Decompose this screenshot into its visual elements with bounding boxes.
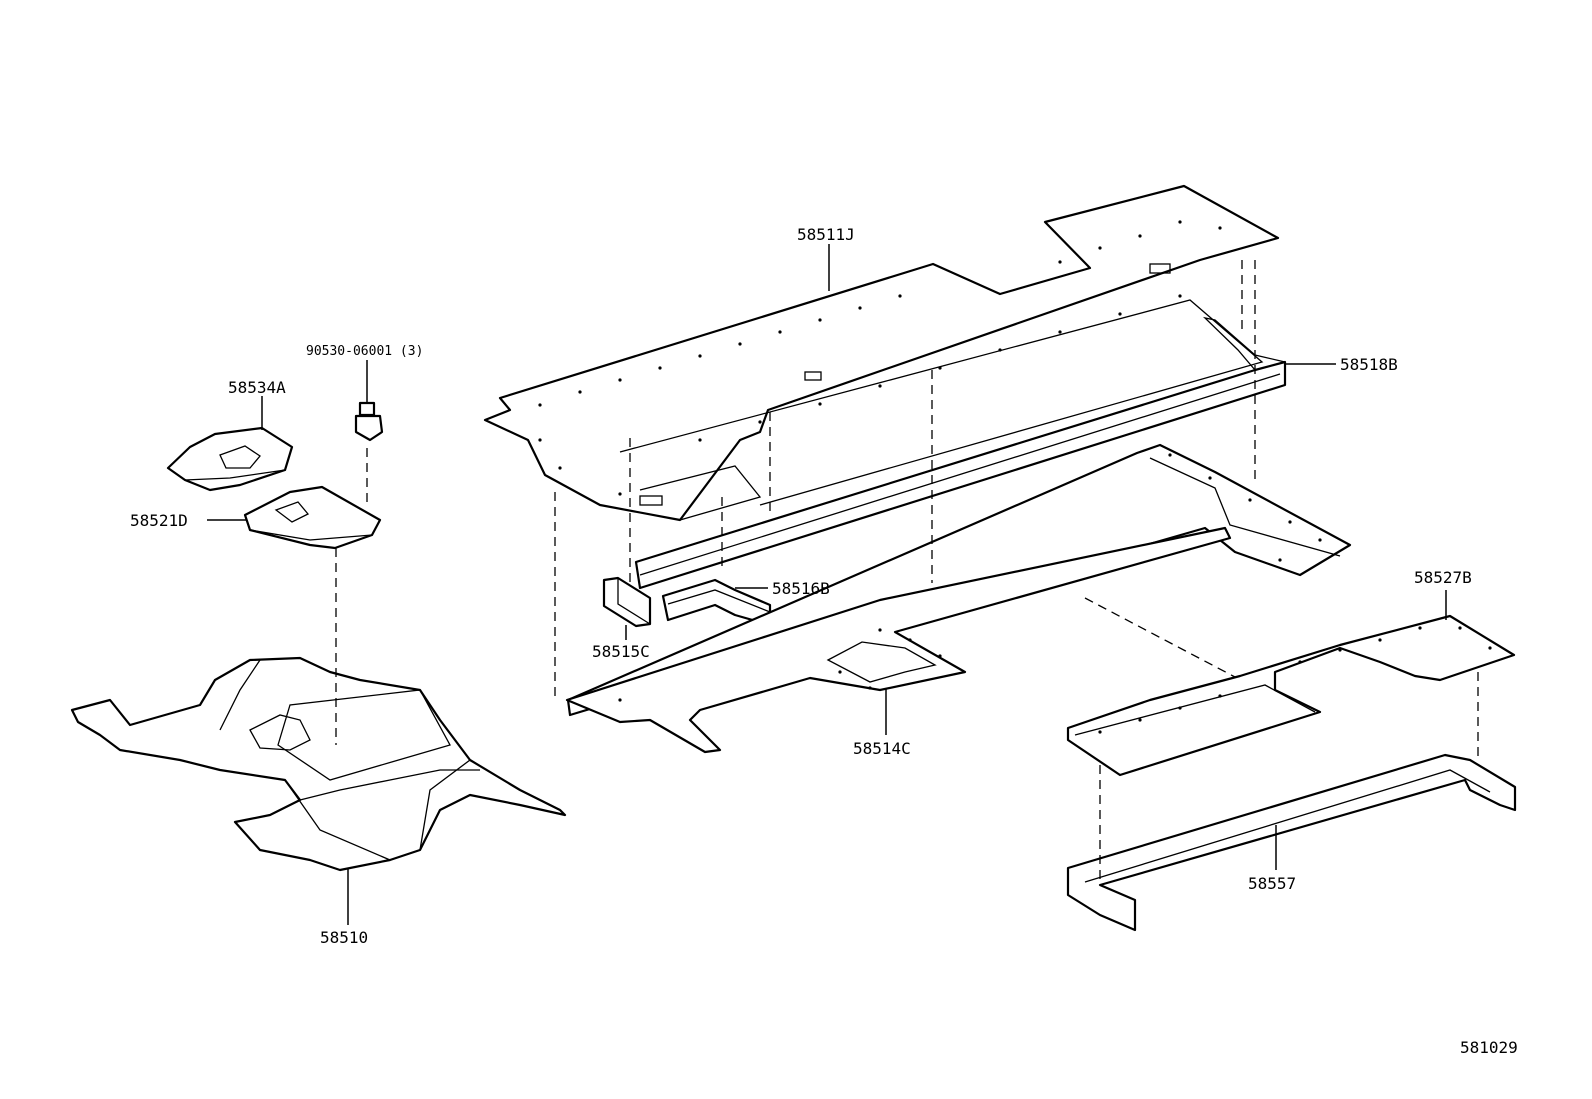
label-58521d: 58521D	[130, 511, 188, 530]
label-58515c: 58515C	[592, 642, 650, 661]
cover-58534a	[166, 426, 294, 492]
figure-id: 581029	[1460, 1038, 1518, 1057]
pad-58521d	[243, 485, 382, 550]
carpet-58510	[70, 656, 567, 872]
label-58527b: 58527B	[1414, 568, 1472, 587]
label-90530: 90530-06001 (3)	[306, 344, 423, 359]
label-58514c: 58514C	[853, 739, 911, 758]
label-58557: 58557	[1248, 874, 1296, 893]
label-58511j: 58511J	[797, 225, 855, 244]
label-58516b: 58516B	[772, 579, 830, 598]
panel-58527b	[1066, 614, 1516, 777]
label-58534a: 58534A	[228, 378, 286, 397]
clip-90530	[354, 401, 384, 442]
label-58510: 58510	[320, 928, 368, 947]
part-labels: 58511J 58518B 90530-06001 (3) 58534A 585…	[130, 225, 1518, 1057]
assembly-lines	[335, 260, 1479, 885]
leader-lines	[207, 244, 1447, 925]
panel-58511j	[483, 184, 1280, 522]
channel-58557	[1066, 753, 1517, 932]
panel-58514c	[565, 526, 1232, 754]
block-58515c	[602, 576, 652, 628]
label-58518b: 58518B	[1340, 355, 1398, 374]
